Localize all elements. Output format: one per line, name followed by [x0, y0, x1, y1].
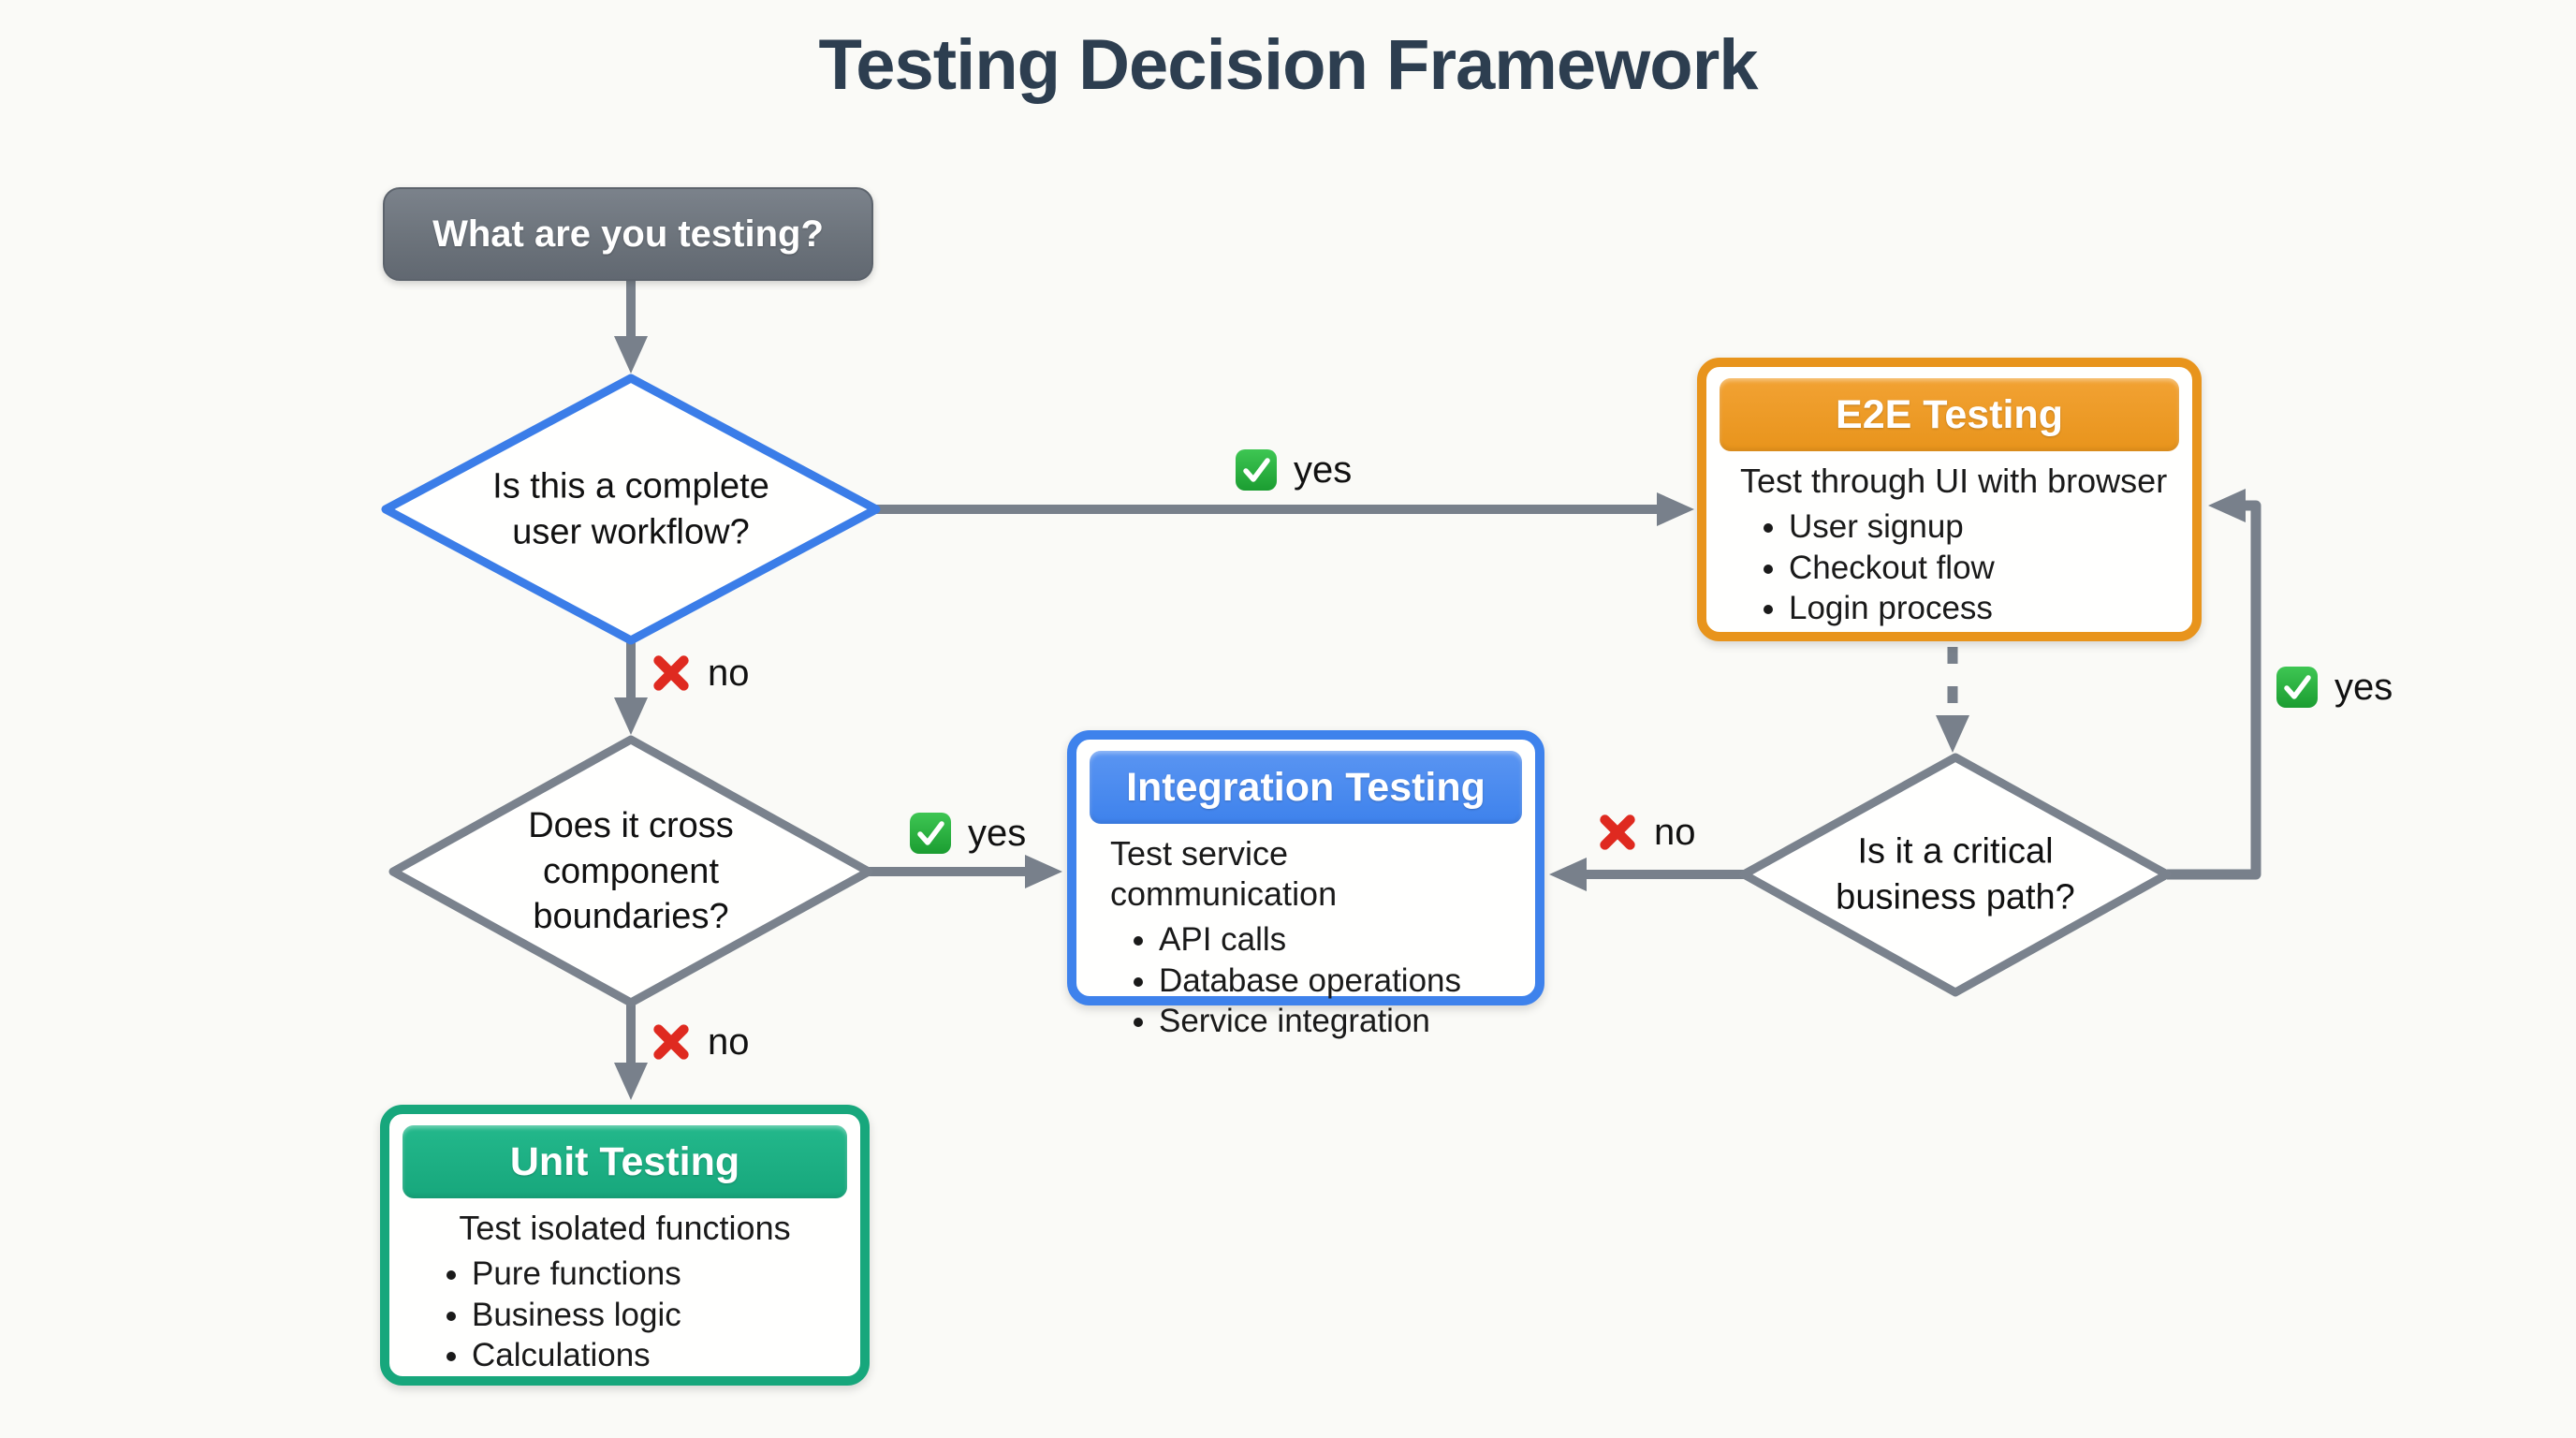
list-item: User signup [1789, 506, 2179, 547]
check-icon [910, 813, 951, 854]
integration-card-bullets: API calls Database operations Service in… [1090, 919, 1522, 1041]
decision-boundaries-diamond [388, 735, 873, 1007]
unit-testing-card: Unit Testing Test isolated functions Pur… [380, 1105, 870, 1386]
decision-critical-label: Is it a critical business path? [1836, 831, 2075, 917]
cross-icon [653, 655, 689, 691]
check-icon [1236, 449, 1277, 491]
unit-card-lead: Test isolated functions [459, 1209, 791, 1247]
e2e-card-header: E2E Testing [1720, 378, 2179, 451]
decision-boundaries-label: Does it cross component boundaries? [528, 806, 734, 937]
integration-card-title: Integration Testing [1126, 764, 1486, 810]
decision-workflow-diamond [381, 374, 881, 645]
e2e-card-title: E2E Testing [1836, 391, 2063, 437]
e2e-card-lead: Test through UI with browser [1740, 462, 2168, 500]
cross-icon [653, 1024, 689, 1060]
list-item: Login process [1789, 588, 2179, 628]
edge-label-text: no [1654, 811, 1696, 853]
edge-label-critical-yes: yes [2275, 665, 2393, 710]
edge-label-text: no [708, 652, 750, 694]
start-node: What are you testing? [383, 187, 873, 281]
list-item: Database operations [1159, 961, 1522, 1001]
edge-label-text: no [708, 1020, 750, 1063]
start-node-label: What are you testing? [432, 213, 824, 255]
list-item: Checkout flow [1789, 548, 2179, 588]
edge-label-boundaries-no: no [650, 1020, 750, 1064]
arrow-critical-yes-loop-to-e2e [2167, 489, 2261, 880]
integration-card-lead: Test service communication [1110, 834, 1338, 914]
list-item: Service integration [1159, 1001, 1522, 1041]
integration-card-header: Integration Testing [1090, 751, 1522, 824]
diagram-title: Testing Decision Framework [818, 25, 1758, 105]
e2e-card-bullets: User signup Checkout flow Login process [1720, 506, 2179, 628]
unit-card-bullets: Pure functions Business logic Calculatio… [402, 1254, 847, 1375]
list-item: Pure functions [472, 1254, 847, 1294]
cross-icon [1600, 814, 1635, 850]
edge-label-text: yes [968, 812, 1027, 854]
decision-critical-diamond [1739, 753, 2172, 997]
list-item: Calculations [472, 1335, 847, 1375]
edge-label-critical-no: no [1596, 811, 1696, 854]
edge-label-text: yes [1294, 448, 1353, 491]
check-icon [2276, 667, 2318, 708]
integration-testing-card: Integration Testing Test service communi… [1067, 730, 1544, 1039]
edge-label-text: yes [2334, 666, 2393, 708]
edge-label-workflow-yes: yes [1234, 448, 1352, 492]
unit-card-header: Unit Testing [402, 1125, 847, 1198]
decision-workflow-label: Is this a complete user workflow? [492, 466, 769, 551]
edge-label-boundaries-yes: yes [908, 811, 1026, 856]
unit-card-title: Unit Testing [509, 1138, 740, 1184]
list-item: Business logic [472, 1295, 847, 1335]
list-item: API calls [1159, 919, 1522, 960]
edge-label-workflow-no: no [650, 652, 750, 695]
e2e-testing-card: E2E Testing Test through UI with browser… [1697, 358, 2202, 641]
